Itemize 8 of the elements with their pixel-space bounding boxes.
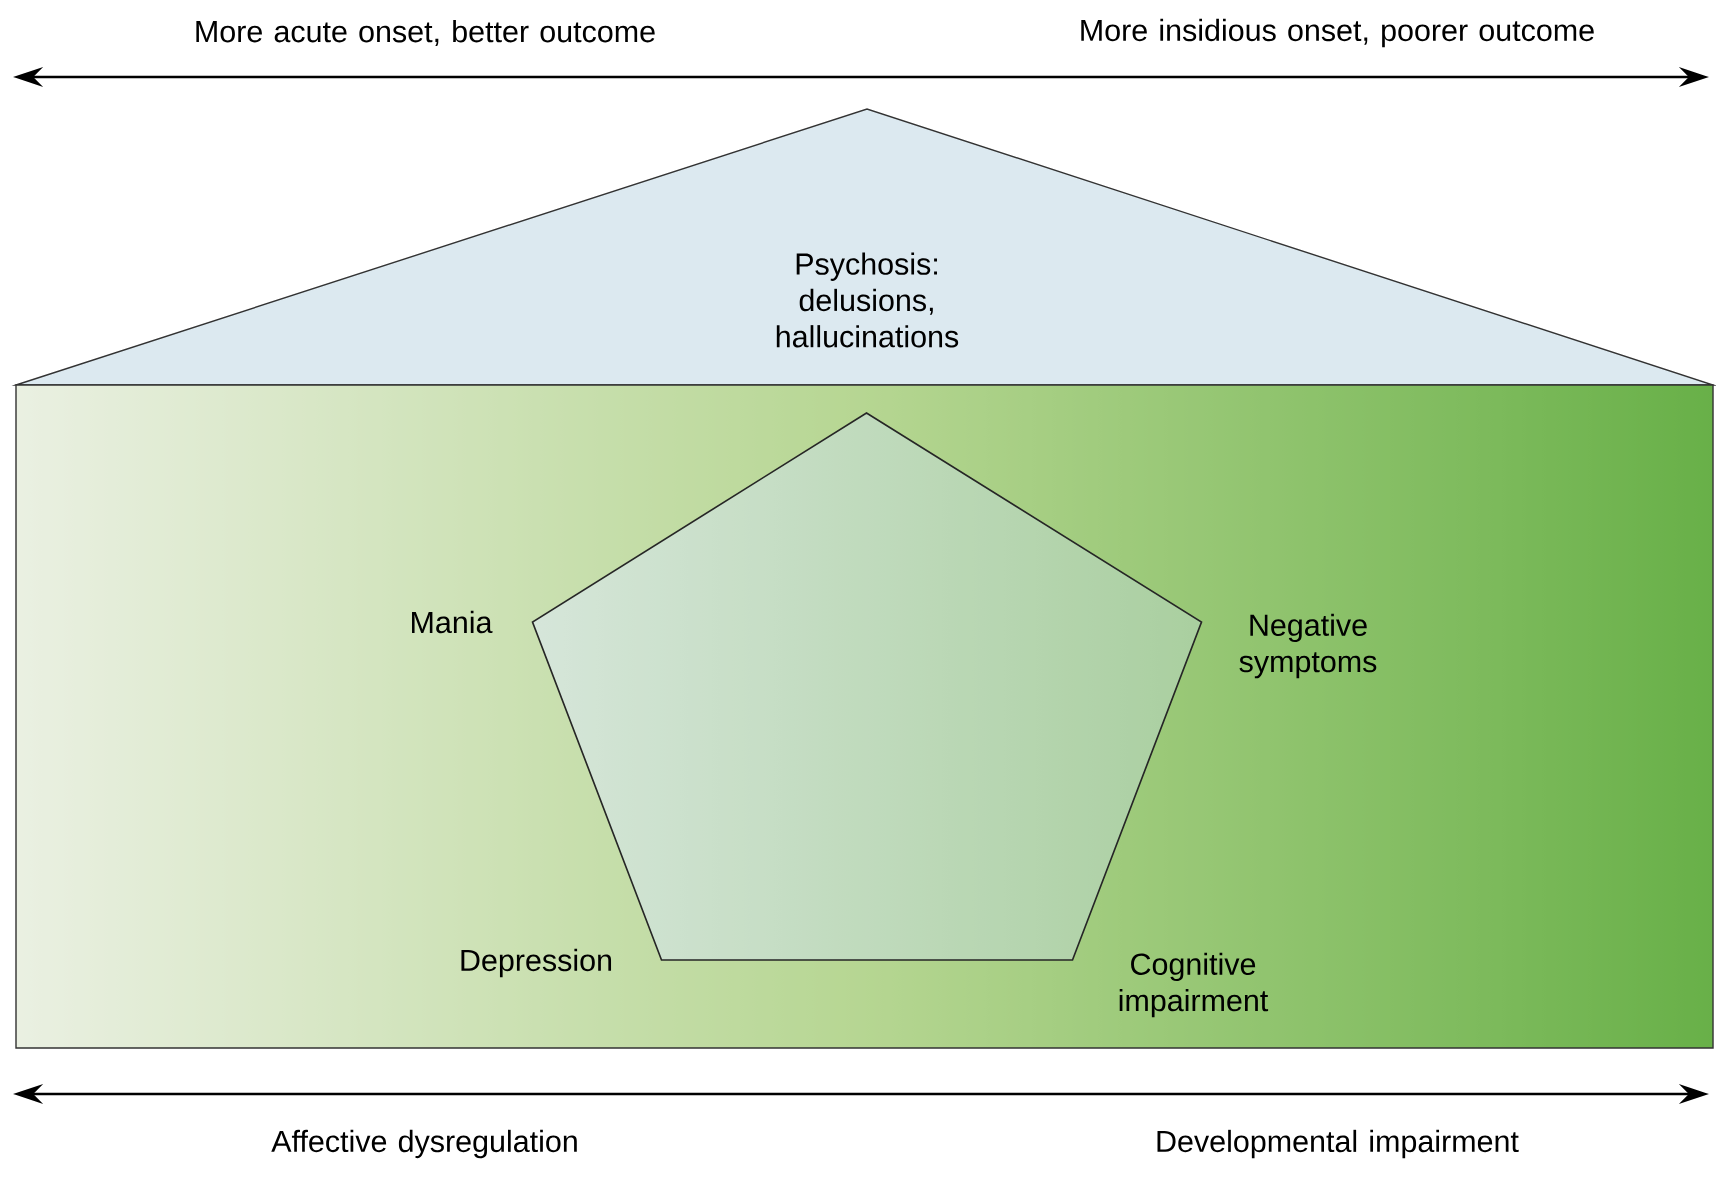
axis-label: More insidious onset, poorer outcome [1081, 18, 1594, 48]
symptom-label: Mania [412, 610, 493, 634]
symptom-label: Cognitive impairment [1119, 952, 1269, 1018]
axis-label: Affective dysregulation [271, 1129, 577, 1159]
symptom-label: Negative symptoms [1239, 613, 1377, 679]
symptom-label: Depression [461, 948, 612, 978]
axis-label: Developmental impairment [1157, 1129, 1519, 1159]
axis-label: More acute onset, better outcome [196, 20, 655, 46]
